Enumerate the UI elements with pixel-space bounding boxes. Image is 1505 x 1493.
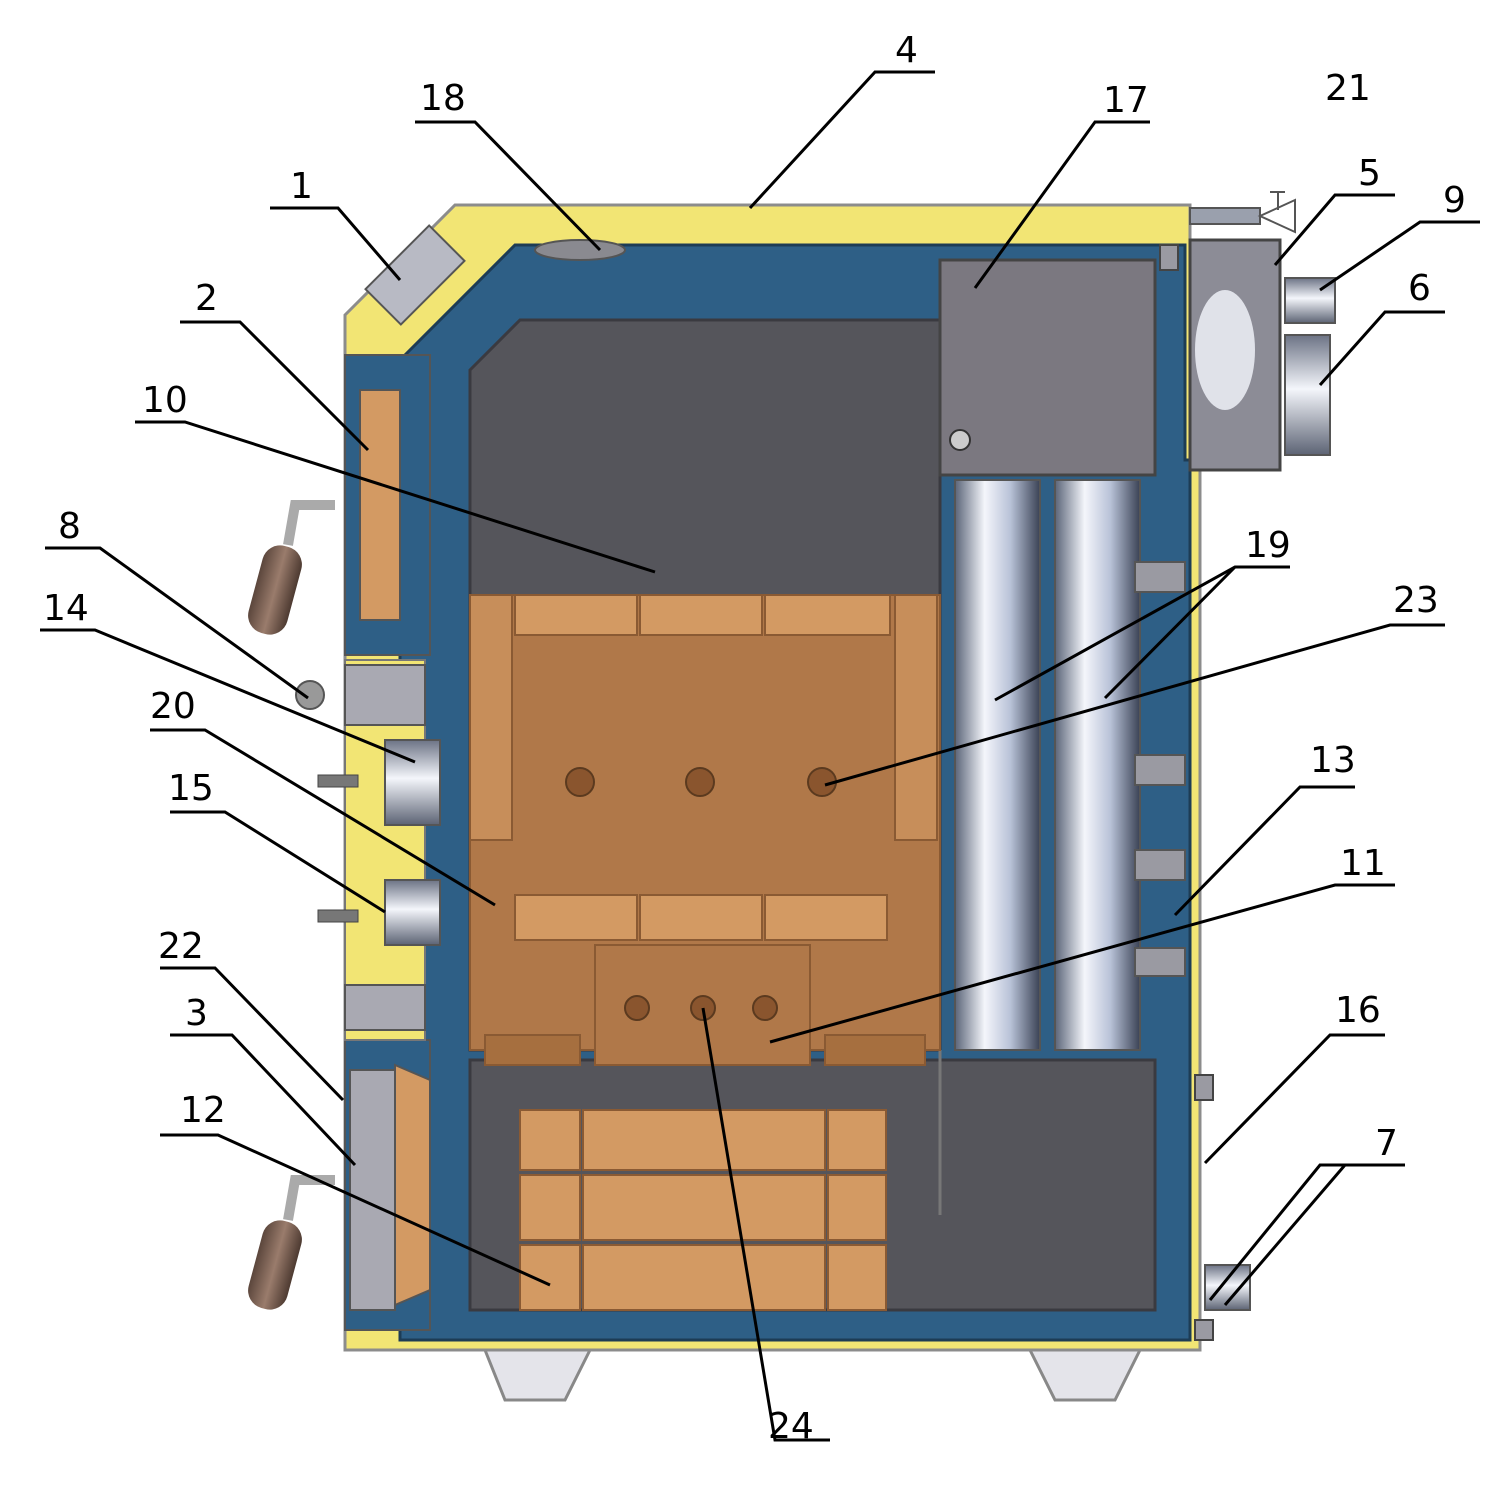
label-21: 21 (1325, 68, 1371, 109)
label-22: 22 (158, 926, 204, 967)
label-14: 14 (43, 588, 89, 629)
air-dampers (317, 664, 441, 1031)
inspection-lid (364, 224, 466, 326)
label-18: 18 (420, 78, 466, 119)
boiler-legs (483, 1349, 1142, 1402)
sensor-18 (534, 239, 626, 261)
part-labels: 1 2 3 4 5 6 7 8 9 10 11 12 13 14 15 16 1… (43, 30, 1466, 1447)
label-24: 24 (768, 1406, 814, 1447)
label-5: 5 (1358, 153, 1381, 194)
label-8: 8 (58, 506, 81, 547)
label-3: 3 (185, 993, 208, 1034)
label-2: 2 (195, 278, 218, 319)
air-holes (565, 767, 837, 1021)
label-1: 1 (290, 166, 313, 207)
label-4: 4 (895, 30, 918, 71)
label-7: 7 (1375, 1123, 1398, 1164)
label-17: 17 (1103, 80, 1149, 121)
heat-exchanger-tubes (954, 479, 1141, 1051)
leader-lines (40, 70, 1480, 1442)
knob-8 (295, 680, 325, 710)
firebrick-lining (469, 594, 941, 1066)
label-6: 6 (1408, 268, 1431, 309)
lower-door-panel (394, 1063, 431, 1307)
label-10: 10 (142, 380, 188, 421)
flue-gas-collector (938, 258, 1157, 477)
nozzle-6 (1284, 334, 1331, 456)
pipe-21 (1189, 207, 1261, 225)
label-12: 12 (180, 1090, 226, 1131)
label-23: 23 (1393, 580, 1439, 621)
door-handles (248, 500, 335, 1310)
upper-door-panel (359, 389, 401, 621)
lower-firebricks (519, 1109, 887, 1311)
label-9: 9 (1443, 180, 1466, 221)
label-19: 19 (1245, 525, 1291, 566)
right-baffles (1134, 561, 1186, 977)
label-11: 11 (1340, 843, 1386, 884)
label-13: 13 (1310, 740, 1356, 781)
label-16: 16 (1335, 990, 1381, 1031)
label-20: 20 (150, 686, 196, 727)
label-15: 15 (168, 768, 214, 809)
casing-bolts (1159, 244, 1214, 1341)
